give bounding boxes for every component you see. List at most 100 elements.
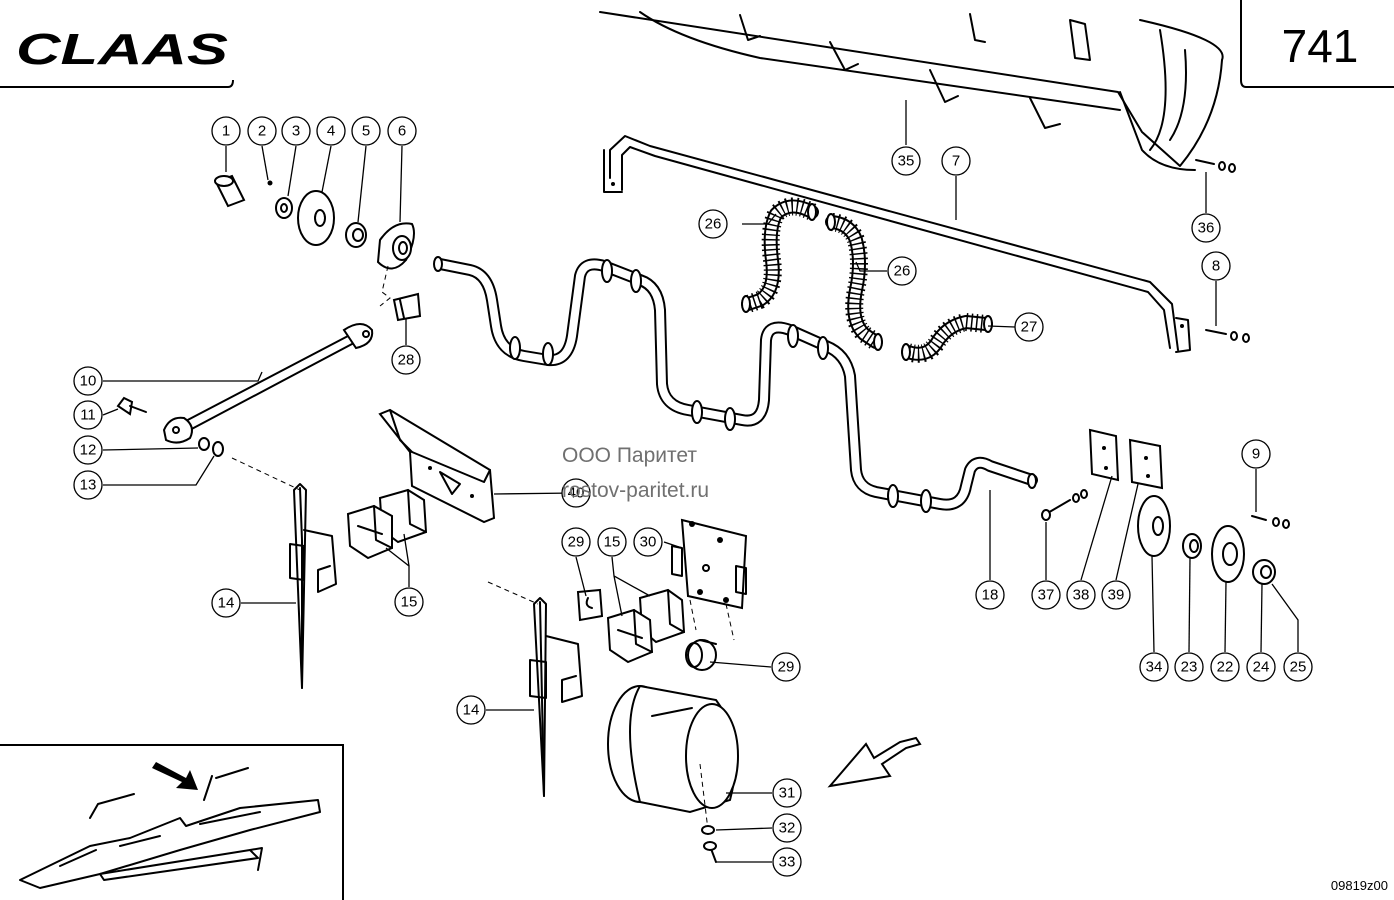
callout-28: 28 (391, 345, 421, 375)
svg-text:28: 28 (398, 352, 415, 369)
bracket-30 (671, 518, 748, 641)
spacer-3 (275, 197, 293, 219)
bolt-36 (1195, 159, 1236, 173)
flange-34 (1137, 495, 1171, 557)
callout-30: 30 (633, 527, 663, 557)
blocks-15a (346, 488, 428, 560)
washer-12 (198, 437, 210, 451)
svg-text:13: 13 (80, 477, 97, 494)
svg-text:26: 26 (705, 216, 722, 233)
callout-39: 39 (1101, 580, 1131, 610)
bushing-24 (1252, 559, 1276, 585)
svg-text:18: 18 (982, 587, 999, 604)
bolt-37 (1041, 489, 1088, 521)
callout-26b: 26 (887, 256, 917, 286)
clip-28 (392, 292, 422, 322)
drawing-id: 09819z00 (1331, 878, 1388, 893)
callout-35: 35 (891, 146, 921, 176)
callout-14a: 14 (211, 588, 241, 618)
bracket-38 (1088, 428, 1120, 482)
plate-40 (378, 408, 496, 524)
knife-14b (487, 581, 583, 797)
linkage-rod (162, 323, 374, 444)
callout-6: 6 (387, 116, 417, 146)
watermark-company: ООО Паритет (562, 444, 697, 467)
inset-overview (0, 744, 344, 900)
bolt-8 (1205, 329, 1250, 343)
svg-text:34: 34 (1146, 659, 1163, 676)
flange-22 (1211, 525, 1245, 583)
callout-8: 8 (1201, 251, 1231, 281)
svg-text:3: 3 (292, 123, 300, 140)
ball-2 (267, 180, 273, 186)
callout-9: 9 (1241, 439, 1271, 469)
svg-text:37: 37 (1038, 587, 1055, 604)
callout-32: 32 (772, 813, 802, 843)
callout-3: 3 (281, 116, 311, 146)
support-bar (603, 135, 1191, 353)
svg-text:24: 24 (1253, 659, 1270, 676)
svg-text:29: 29 (778, 659, 795, 676)
serpentine-tube (433, 256, 1038, 513)
hose-26b (825, 213, 883, 351)
svg-text:11: 11 (80, 407, 96, 424)
callout-15b: 15 (597, 527, 627, 557)
callout-33: 33 (772, 847, 802, 877)
svg-text:14: 14 (463, 702, 480, 719)
svg-text:40: 40 (568, 485, 585, 502)
blocks-15b (606, 588, 686, 664)
svg-text:5: 5 (362, 123, 370, 140)
bolt-9 (1251, 515, 1290, 529)
svg-text:25: 25 (1290, 659, 1307, 676)
callout-1: 1 (211, 116, 241, 146)
bracket-39 (1128, 438, 1164, 490)
hose-27 (901, 313, 993, 363)
svg-text:7: 7 (952, 153, 960, 170)
callout-38: 38 (1066, 580, 1096, 610)
svg-text:29: 29 (568, 534, 585, 551)
svg-text:39: 39 (1108, 587, 1125, 604)
page-number: 741 (1282, 20, 1359, 72)
svg-text:23: 23 (1181, 659, 1198, 676)
svg-text:2: 2 (258, 123, 266, 140)
svg-text:32: 32 (779, 820, 796, 837)
svg-text:14: 14 (218, 595, 235, 612)
brand-logo: CLAAS (16, 25, 228, 74)
callout-2: 2 (247, 116, 277, 146)
svg-text:33: 33 (779, 854, 796, 871)
callout-40: 40 (561, 478, 591, 508)
callout-24: 24 (1246, 652, 1276, 682)
callout-7: 7 (941, 146, 971, 176)
callout-26a: 26 (698, 209, 728, 239)
svg-text:8: 8 (1212, 258, 1220, 275)
pin-11 (116, 396, 147, 416)
svg-text:27: 27 (1021, 319, 1038, 336)
knife-14a (231, 457, 337, 689)
callout-5: 5 (351, 116, 381, 146)
svg-text:35: 35 (898, 153, 915, 170)
callout-14b: 14 (456, 695, 486, 725)
callout-18: 18 (975, 580, 1005, 610)
svg-text:38: 38 (1073, 587, 1090, 604)
bushing-1 (214, 174, 246, 208)
washer-32 (701, 825, 715, 835)
callout-4: 4 (316, 116, 346, 146)
callout-34: 34 (1139, 652, 1169, 682)
svg-text:12: 12 (80, 442, 97, 459)
nut-13 (212, 441, 224, 457)
svg-text:22: 22 (1217, 659, 1234, 676)
callout-12: 12 (73, 435, 103, 465)
header-trough (599, 11, 1224, 171)
svg-text:15: 15 (401, 594, 418, 611)
svg-text:10: 10 (80, 373, 97, 390)
callout-23: 23 (1174, 652, 1204, 682)
callout-29b: 29 (771, 652, 801, 682)
callout-36: 36 (1191, 213, 1221, 243)
svg-text:9: 9 (1252, 446, 1260, 463)
svg-text:4: 4 (327, 123, 335, 140)
watermark-site: rostov-paritet.ru (562, 479, 709, 502)
callout-37: 37 (1031, 580, 1061, 610)
svg-text:6: 6 (398, 123, 406, 140)
flange-6 (376, 222, 415, 270)
svg-text:30: 30 (640, 534, 657, 551)
